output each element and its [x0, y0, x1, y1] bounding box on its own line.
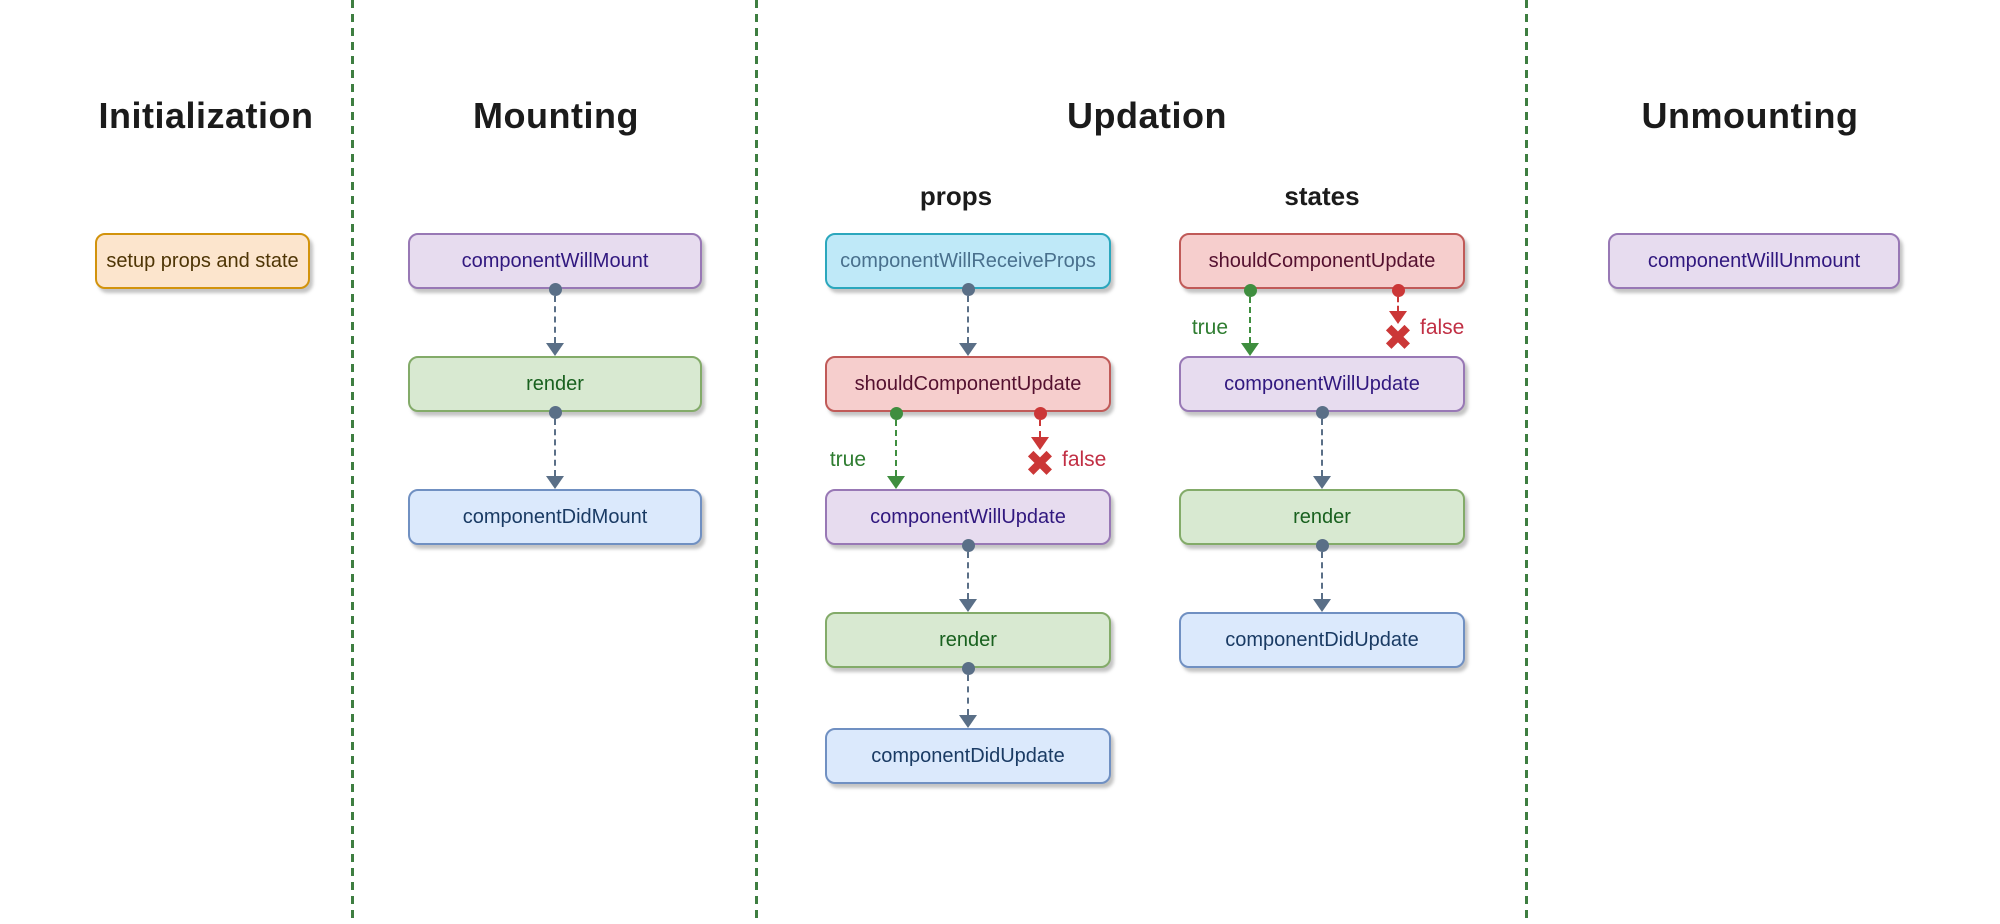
flow-arrow: [1313, 539, 1331, 612]
branch-label-false-props: false: [1062, 448, 1107, 471]
arrowhead-down-icon: [1313, 476, 1331, 489]
arrow-start-dot: [548, 406, 562, 419]
arrow-start-dot: [961, 539, 975, 552]
phase-separator: [351, 0, 354, 924]
node-should-component-update-states: shouldComponentUpdate: [1179, 233, 1465, 289]
phase-title-unmounting: Unmounting: [1641, 95, 1859, 136]
arrow-start-dot: [961, 662, 975, 675]
flow-arrow: [546, 283, 564, 356]
arrow-dashed-line: [1321, 419, 1323, 476]
node-should-component-update-props: shouldComponentUpdate: [825, 356, 1111, 412]
phase-title-mounting: Mounting: [473, 95, 639, 136]
node-component-will-unmount: componentWillUnmount: [1608, 233, 1900, 289]
arrowhead-down-icon: [959, 715, 977, 728]
phase-separator: [1525, 0, 1528, 924]
node-component-did-mount: componentDidMount: [408, 489, 702, 545]
branch-false-arrow-states: [1389, 284, 1407, 324]
arrowhead-down-icon: [1313, 599, 1331, 612]
arrow-dashed-line: [967, 296, 969, 343]
arrow-dashed-line: [554, 419, 556, 476]
arrow-dashed-line: [1321, 552, 1323, 599]
phase-title-initialization: Initialization: [98, 95, 314, 136]
arrow-start-dot: [548, 283, 562, 296]
phase-separator: [755, 0, 758, 924]
node-render-props: render: [825, 612, 1111, 668]
arrowhead-down-icon: [959, 343, 977, 356]
branch-label-false-states: false: [1420, 316, 1465, 339]
arrow-start-dot: [889, 407, 903, 420]
flow-arrow: [959, 539, 977, 612]
arrowhead-down-icon: [1241, 343, 1259, 356]
flow-arrow: [959, 662, 977, 728]
branch-true-arrow-props: [887, 407, 905, 489]
node-component-will-mount: componentWillMount: [408, 233, 702, 289]
branch-true-arrow-states: [1241, 284, 1259, 356]
arrow-start-dot: [1243, 284, 1257, 297]
arrow-dashed-line: [554, 296, 556, 343]
node-component-did-update-states: componentDidUpdate: [1179, 612, 1465, 668]
arrowhead-down-icon: [546, 476, 564, 489]
flow-arrow: [959, 283, 977, 356]
x-cross-icon: ✖: [1024, 443, 1056, 484]
arrowhead-down-icon: [546, 343, 564, 356]
node-component-will-update-props: componentWillUpdate: [825, 489, 1111, 545]
arrow-start-dot: [961, 283, 975, 296]
arrow-dashed-line: [967, 675, 969, 715]
node-render-states: render: [1179, 489, 1465, 545]
subheader-props: props: [919, 181, 993, 211]
node-setup-props-and-state: setup props and state: [95, 233, 310, 289]
arrowhead-down-icon: [959, 599, 977, 612]
phase-title-updation: Updation: [1067, 95, 1227, 136]
flow-arrow: [1313, 406, 1331, 489]
subheader-states: states: [1284, 181, 1360, 211]
arrowhead-down-icon: [887, 476, 905, 489]
flow-arrow: [546, 406, 564, 489]
x-cross-icon: ✖: [1382, 317, 1414, 358]
arrow-dashed-line: [1249, 297, 1251, 343]
arrow-dashed-line: [1039, 420, 1041, 437]
arrow-dashed-line: [895, 420, 897, 476]
arrow-start-dot: [1391, 284, 1405, 297]
arrowhead-down-icon: [1389, 311, 1407, 324]
branch-label-true-states: true: [1191, 316, 1228, 339]
arrow-dashed-line: [1397, 297, 1399, 311]
arrow-dashed-line: [967, 552, 969, 599]
branch-false-arrow-props: [1031, 407, 1049, 450]
node-component-did-update-props: componentDidUpdate: [825, 728, 1111, 784]
branch-label-true-props: true: [829, 448, 866, 471]
node-render-mounting: render: [408, 356, 702, 412]
node-component-will-receive-props: componentWillReceiveProps: [825, 233, 1111, 289]
arrowhead-down-icon: [1031, 437, 1049, 450]
arrow-start-dot: [1315, 406, 1329, 419]
arrow-start-dot: [1033, 407, 1047, 420]
arrow-start-dot: [1315, 539, 1329, 552]
node-component-will-update-states: componentWillUpdate: [1179, 356, 1465, 412]
